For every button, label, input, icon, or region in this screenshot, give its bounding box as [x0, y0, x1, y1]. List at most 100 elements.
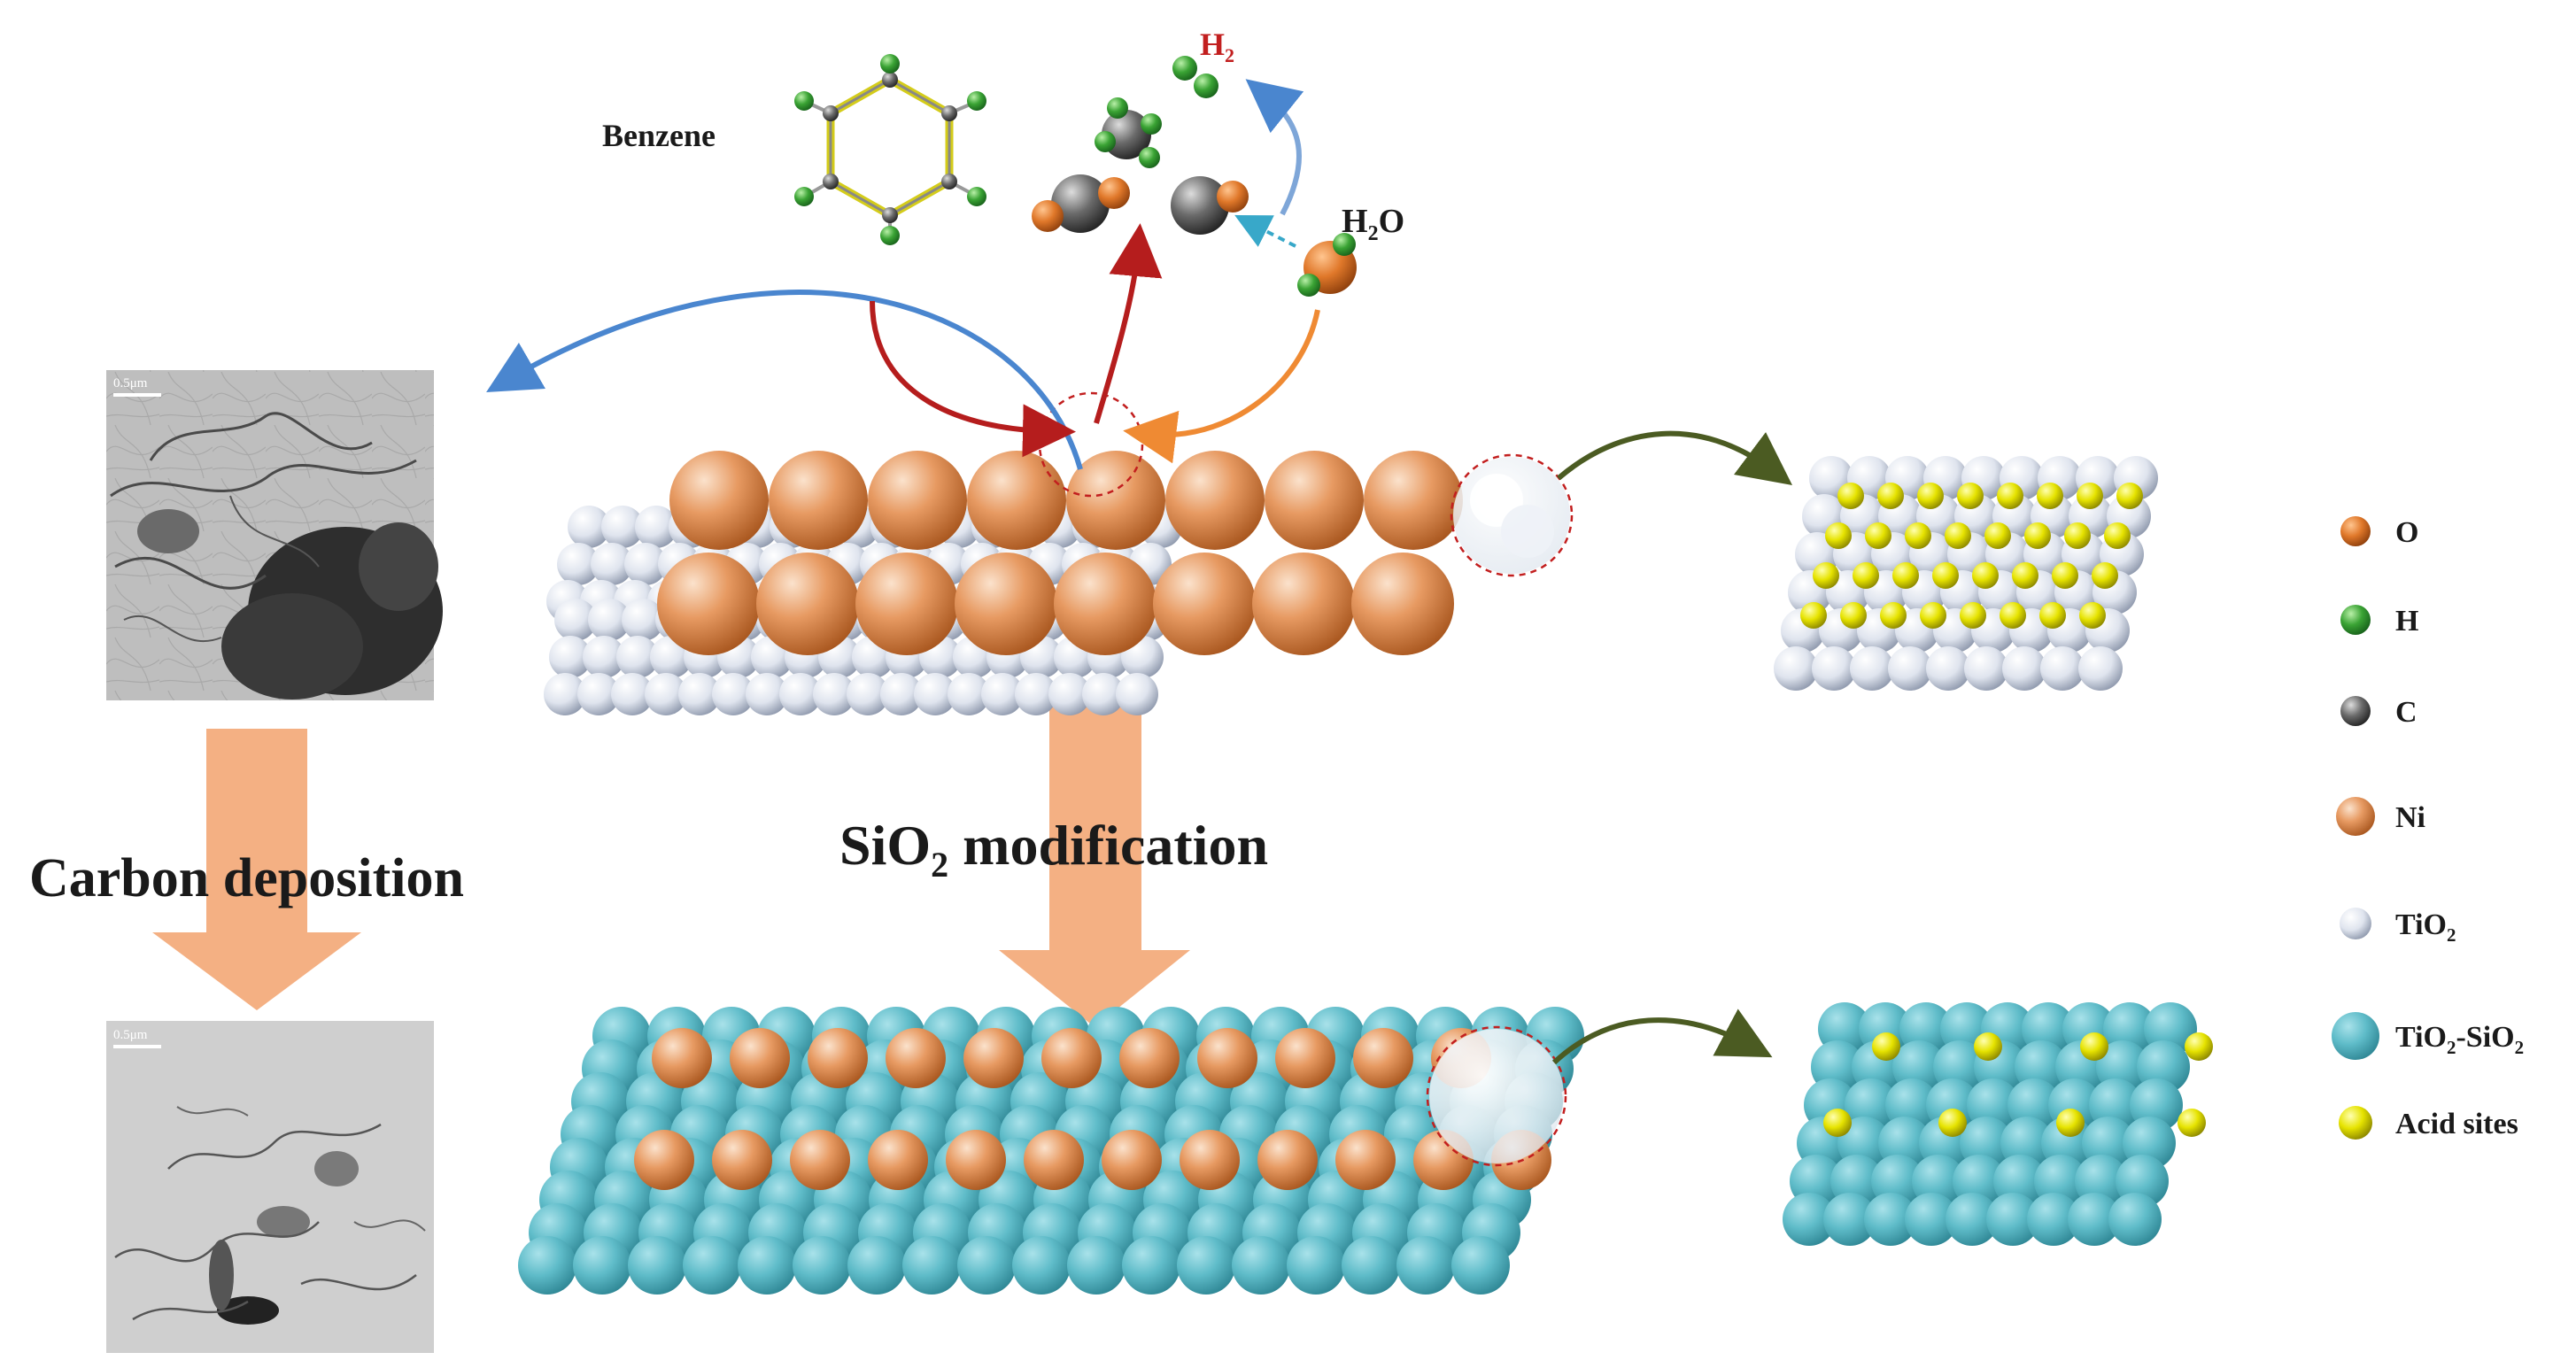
- tio2-acid-sites-lattice: [1774, 456, 2158, 691]
- acid-site: [1872, 1032, 1900, 1061]
- ni-particle: [1257, 1130, 1318, 1190]
- ni-particle: [1153, 553, 1256, 655]
- atom-o-icon: [2340, 516, 2371, 546]
- ni-particle: [634, 1130, 694, 1190]
- tio2-support-atom: [712, 673, 754, 715]
- ni-particle: [1024, 1130, 1084, 1190]
- co2-molecule: [1032, 174, 1130, 233]
- water-gas-shift-arrow: [1234, 214, 1296, 248]
- legend-label: O: [2395, 516, 2418, 549]
- acid-site: [2037, 483, 2063, 509]
- tio2-sio2-support-atom: [518, 1236, 576, 1295]
- ni-particle: [712, 1130, 772, 1190]
- benzene-label: Benzene: [602, 118, 716, 153]
- tio2-sio2-lattice-atom: [1864, 1193, 1917, 1246]
- legend-item: H: [2340, 605, 2418, 638]
- legend-label: C: [2395, 696, 2417, 729]
- zoom-arrow-top: [1557, 430, 1793, 485]
- ni-particle: [1353, 1028, 1413, 1088]
- ni-particle: [756, 553, 859, 655]
- tio2-sio2-support-atom: [1012, 1236, 1071, 1295]
- tio2-support-atom: [914, 673, 956, 715]
- top-zoom-region: [1450, 453, 1574, 577]
- tio2-support-atom: [948, 673, 990, 715]
- atom-ni-icon: [2336, 797, 2375, 836]
- tio2-sio2-support-atom: [628, 1236, 686, 1295]
- tio2-sio2-lattice-atom: [1946, 1193, 1999, 1246]
- tio2-sio2-acid-sites-lattice: [1783, 1002, 2213, 1246]
- acid-site: [1957, 483, 1984, 509]
- acid-site: [1840, 602, 1867, 629]
- tio2-lattice-atom: [2078, 646, 2123, 691]
- h2-label: H2: [1200, 27, 1234, 66]
- acid-site: [1823, 1109, 1852, 1137]
- tio2-sio2-support-atom: [847, 1236, 906, 1295]
- ni-particle: [1054, 553, 1156, 655]
- ni-particle: [967, 451, 1066, 550]
- acid-site: [1905, 522, 1931, 549]
- tio2-lattice-atom: [1888, 646, 1932, 691]
- ni-particle: [1275, 1028, 1335, 1088]
- tio2-sio2-support-atom: [738, 1236, 796, 1295]
- tio2-support-atom: [591, 543, 633, 585]
- tio2-support-atom: [611, 673, 654, 715]
- ni-particle: [1165, 451, 1265, 550]
- acid-site: [1877, 483, 1904, 509]
- tio2-support-atom: [779, 673, 822, 715]
- legend-item: Ni: [2336, 797, 2425, 836]
- acid-site: [2079, 602, 2106, 629]
- ni-particle: [808, 1028, 868, 1088]
- atom-h-icon: [2340, 605, 2371, 635]
- tio2-lattice-atom: [2002, 646, 2046, 691]
- tio2-support-atom: [616, 636, 659, 678]
- tio2-lattice-atom: [1926, 646, 1970, 691]
- sem-image-top: 0.5μm: [106, 370, 443, 700]
- ni-particle: [769, 451, 868, 550]
- svg-text:0.5μm: 0.5μm: [113, 376, 148, 390]
- ni-particle: [669, 451, 769, 550]
- scale-bar-bottom: 0.5μm: [113, 1028, 161, 1048]
- ni-particle: [886, 1028, 946, 1088]
- tio2-support-atom: [813, 673, 855, 715]
- tio2-sio2-lattice-atom: [1783, 1193, 1836, 1246]
- ni-particle: [1119, 1028, 1180, 1088]
- carbon-deposition-arrow: [152, 729, 361, 1010]
- tio2-support-atom: [981, 673, 1024, 715]
- tio2-support-atom: [645, 673, 687, 715]
- acid-site: [2116, 483, 2143, 509]
- acid-site: [2077, 483, 2103, 509]
- tio2-support-atom: [588, 599, 630, 641]
- ni-tio2-sio2-catalyst: [518, 1007, 1584, 1295]
- tio2-sio2-lattice-atom: [2027, 1193, 2080, 1246]
- legend-item: Acid sites: [2339, 1106, 2518, 1140]
- legend-label: TiO2-SiO2: [2395, 1021, 2524, 1058]
- tio2-sio2-support-atom: [902, 1236, 961, 1295]
- ni-particle: [1197, 1028, 1257, 1088]
- carbon-deposition-label: Carbon deposition: [29, 848, 464, 908]
- acid-site: [2012, 562, 2038, 589]
- ni-particle: [1351, 553, 1454, 655]
- ni-particle: [652, 1028, 712, 1088]
- svg-text:0.5μm: 0.5μm: [113, 1028, 148, 1042]
- acid-site: [1892, 562, 1919, 589]
- ni-particle: [1180, 1130, 1240, 1190]
- tio2-support-atom: [847, 673, 889, 715]
- acid-site: [2056, 1109, 2085, 1137]
- tio2-support-atom: [624, 543, 667, 585]
- ch4-molecule: [1095, 97, 1162, 168]
- zoom-arrow-bottom: [1551, 1009, 1773, 1065]
- legend-item: C: [2340, 696, 2417, 729]
- tio2-lattice-atom: [1964, 646, 2008, 691]
- tio2-support-atom: [746, 673, 788, 715]
- acid-site: [1865, 522, 1891, 549]
- tio2-support-atom: [1048, 673, 1091, 715]
- tio2-support-atom: [544, 673, 586, 715]
- acid-site: [1945, 522, 1971, 549]
- acid-site: [1984, 522, 2011, 549]
- sio2-modification-label: SiO2 modification: [839, 814, 1268, 885]
- tio2-sio2-lattice-atom: [2068, 1193, 2121, 1246]
- tio2-sio2-support-atom: [1122, 1236, 1180, 1295]
- ni-particle: [855, 553, 958, 655]
- carbon-filament-mass: [110, 412, 443, 699]
